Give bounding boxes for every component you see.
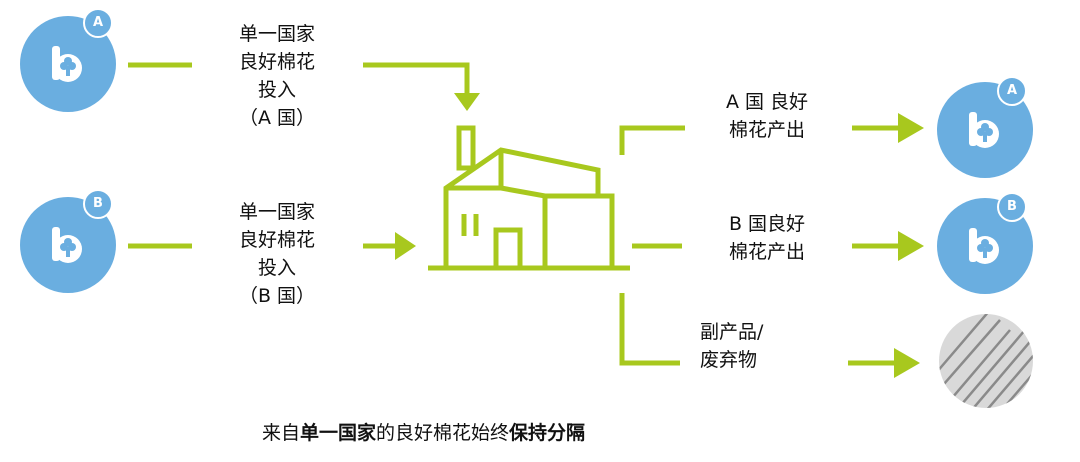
input-b-line-1: 单一国家: [238, 201, 315, 223]
arrowhead-output-a: [898, 113, 924, 143]
caption-part-3: 的良好棉花始终: [376, 422, 510, 444]
connector-input-a-arrow: [363, 62, 470, 95]
input-a-line-4: （A 国）: [238, 107, 316, 129]
input-a-line-2: 良好棉花: [238, 51, 315, 73]
input-b-cotton-badge: B: [20, 189, 120, 297]
output-a-line-2: 棉花产出: [728, 119, 805, 141]
arrowhead-input-b: [395, 232, 416, 260]
arrowhead-output-b: [898, 231, 924, 261]
output-b-cotton-badge: B: [937, 192, 1037, 298]
factory-icon: [428, 125, 630, 271]
cotton-logo-icon: [969, 112, 999, 148]
output-a-cotton-badge: A: [937, 76, 1037, 182]
output-b-line-2: 棉花产出: [728, 241, 805, 263]
output-b-label: B 国良好 棉花产出: [702, 210, 832, 266]
input-b-line-3: 投入: [257, 257, 296, 279]
badge-letter: A: [997, 76, 1027, 106]
output-b-line-1: B 国良好: [728, 213, 806, 235]
cotton-logo-icon: [52, 46, 82, 82]
connector-waste-bracket: [619, 293, 680, 366]
caption-part-4: 保持分隔: [509, 422, 586, 444]
cotton-logo-icon: [969, 228, 999, 264]
input-a-label: 单一国家 良好棉花 投入 （A 国）: [215, 20, 339, 132]
input-b-line-2: 良好棉花: [238, 229, 315, 251]
badge-letter: B: [997, 192, 1027, 222]
cotton-logo-icon: [52, 227, 82, 263]
diagram-caption: 来自单一国家的良好棉花始终保持分隔: [262, 418, 585, 445]
arrowhead-waste: [894, 348, 920, 378]
connector-output-a-bracket: [619, 125, 685, 155]
caption-part-1: 来自: [262, 422, 301, 444]
input-a-line-1: 单一国家: [238, 23, 315, 45]
waste-line-2: 废弃物: [700, 349, 758, 371]
badge-letter: A: [83, 8, 113, 38]
badge-letter: B: [83, 189, 113, 219]
input-b-label: 单一国家 良好棉花 投入 （B 国）: [215, 198, 339, 310]
waste-line-1: 副产品/: [700, 321, 764, 343]
input-a-cotton-badge: A: [20, 8, 120, 116]
caption-part-2: 单一国家: [300, 422, 377, 444]
arrowhead-input-a: [454, 93, 480, 111]
output-a-line-1: A 国 良好: [725, 91, 809, 113]
output-a-label: A 国 良好 棉花产出: [702, 88, 832, 144]
input-b-line-4: （B 国）: [238, 285, 316, 307]
waste-label: 副产品/ 废弃物: [700, 318, 810, 374]
waste-icon: [939, 314, 1033, 408]
input-a-line-3: 投入: [257, 79, 296, 101]
